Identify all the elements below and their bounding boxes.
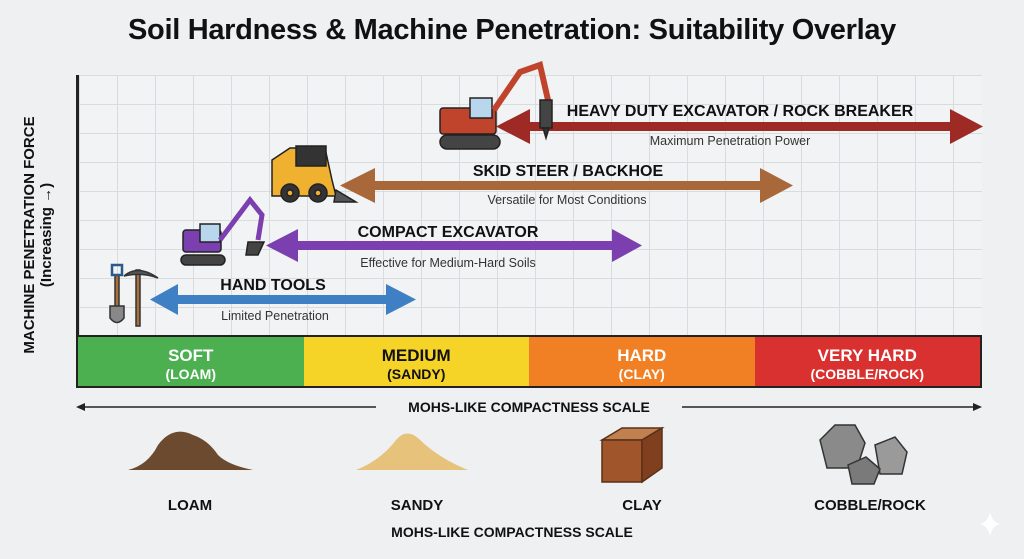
band-sub: (LOAM) <box>165 366 217 382</box>
sparkle-icon <box>980 512 1000 536</box>
hand-tools-arrow <box>150 284 416 315</box>
clay-block-icon <box>599 426 665 484</box>
material-label-loam: LOAM <box>167 497 213 514</box>
material-label-sandy: SANDY <box>390 497 444 514</box>
skid-steer-description: Versatile for Most Conditions <box>487 193 647 207</box>
material-label-cobble-rock: COBBLE/ROCK <box>814 497 926 514</box>
loam-pile-icon <box>128 431 253 470</box>
bottom-scale-label: MOHS-LIKE COMPACTNESS SCALE <box>391 524 633 540</box>
compact-excavator-arrow <box>266 229 642 262</box>
skid-steer-icon <box>271 145 359 203</box>
material-label-clay: CLAY <box>622 497 662 514</box>
rocks-icon <box>819 424 908 485</box>
band-name: HARD <box>617 346 667 365</box>
band-hard: HARD (CLAY) <box>529 337 755 386</box>
plot-area <box>76 75 982 336</box>
skid-steer-label: SKID STEER / BACKHOE <box>472 163 664 180</box>
hand-tools-label: HAND TOOLS <box>220 277 326 294</box>
band-name: SOFT <box>168 346 214 365</box>
band-name: VERY HARD <box>817 346 917 365</box>
sand-pile-icon <box>356 433 468 470</box>
band-very-hard: VERY HARD (COBBLE/ROCK) <box>754 337 980 386</box>
heavy-excavator-arrow <box>496 109 983 144</box>
compact-excavator-label: COMPACT EXCAVATOR <box>357 224 539 241</box>
hardness-bands: SOFT (LOAM) MEDIUM (SANDY) HARD (CLAY) V… <box>76 335 982 388</box>
band-soft: SOFT (LOAM) <box>78 337 304 386</box>
band-sub: (SANDY) <box>387 366 446 382</box>
skid-steer-arrow <box>340 168 793 203</box>
shovel-pickaxe-icon <box>109 263 159 327</box>
band-sub: (COBBLE/ROCK) <box>810 366 925 382</box>
band-medium: MEDIUM (SANDY) <box>303 337 529 386</box>
heavy-excavator-description: Maximum Penetration Power <box>649 134 811 148</box>
heavy-excavator-label: HEAVY DUTY EXCAVATOR / ROCK BREAKER <box>566 103 914 120</box>
band-name: MEDIUM <box>381 346 451 365</box>
page-title: Soil Hardness & Machine Penetration: Sui… <box>127 14 897 46</box>
hand-tools-description: Limited Penetration <box>221 309 329 323</box>
compact-excavator-description: Effective for Medium-Hard Soils <box>360 256 536 270</box>
band-sub: (CLAY) <box>618 366 665 382</box>
excavator-rock-breaker-icon <box>439 61 553 150</box>
scale-label: MOHS-LIKE COMPACTNESS SCALE <box>408 399 650 415</box>
scale-double-arrow <box>76 403 982 411</box>
compact-excavator-icon <box>180 195 266 266</box>
